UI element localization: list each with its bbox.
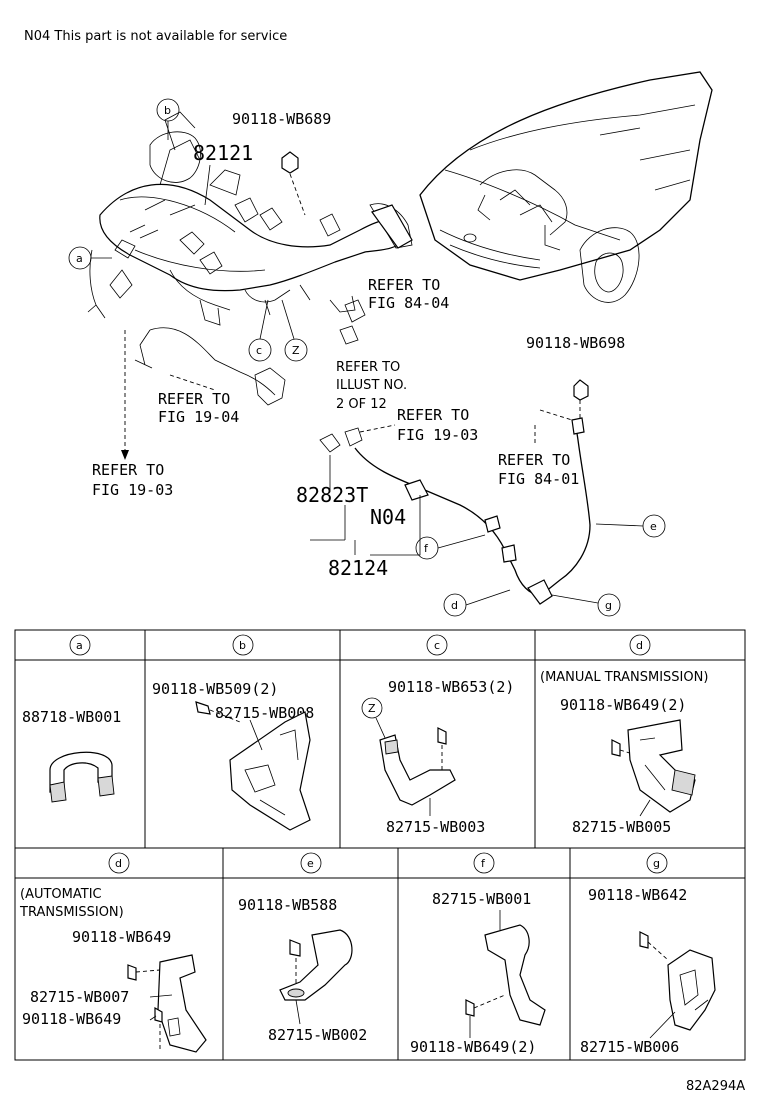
part-90118-wb698: 90118-WB698 [526, 334, 625, 352]
svg-text:d: d [451, 599, 458, 612]
part-82823t: 82823T [296, 483, 368, 507]
cell-header-e: e [300, 852, 322, 874]
svg-text:a: a [76, 639, 83, 652]
bracket-82715-wb007 [127, 954, 207, 1053]
clamp-88718-wb001 [49, 751, 115, 803]
ref-84-04-line2: FIG 84-04 [368, 294, 449, 312]
cell-header-f: f [473, 852, 495, 874]
part-82715-wb005: 82715-WB005 [572, 818, 671, 836]
svg-text:Z: Z [292, 344, 300, 357]
caption-automatic-transmission-1: (AUTOMATIC [20, 887, 102, 902]
cell-header-g: g [646, 852, 668, 874]
ref-illust-line1: REFER TO [336, 360, 400, 375]
svg-text:b: b [239, 639, 246, 652]
bracket-82715-wb008 [195, 701, 311, 831]
part-82715-wb002: 82715-WB002 [268, 1026, 367, 1044]
ref-illust-line2: ILLUST NO. [336, 378, 407, 393]
cell-header-d-manual: d [629, 634, 651, 656]
ref-19-03-left-line2: FIG 19-03 [92, 481, 173, 499]
part-82715-wb003: 82715-WB003 [386, 818, 485, 836]
diagram-code: 82A294A [686, 1079, 745, 1094]
ref-84-01-line1: REFER TO [498, 451, 570, 469]
part-82121: 82121 [193, 141, 253, 165]
part-82715-wb007: 82715-WB007 [30, 988, 129, 1006]
ref-84-01-line2: FIG 84-01 [498, 470, 579, 488]
part-82715-wb006: 82715-WB006 [580, 1038, 679, 1056]
part-90118-wb649-f: 90118-WB649(2) [410, 1038, 536, 1056]
cell-header-a: a [69, 634, 91, 656]
harness-82124-drawing [319, 409, 591, 605]
part-90118-wb649-d-manual: 90118-WB649(2) [560, 696, 686, 714]
part-90118-wb649-d-auto-2: 90118-WB649 [22, 1010, 121, 1028]
callout-c-main: c [248, 299, 272, 362]
caption-manual-transmission: (MANUAL TRANSMISSION) [540, 670, 708, 685]
header-note: N04 This part is not available for servi… [24, 29, 287, 44]
part-82715-wb001: 82715-WB001 [432, 890, 531, 908]
ref-19-03-mid-line1: REFER TO [397, 406, 469, 424]
part-90118-wb689: 90118-WB689 [232, 110, 331, 128]
svg-text:d: d [636, 639, 643, 652]
engine-wire-harness-drawing [87, 111, 413, 406]
cell-header-c: c [426, 634, 448, 656]
svg-text:b: b [164, 104, 171, 117]
bracket-82715-wb001 [465, 910, 546, 1026]
part-90118-wb649-d-auto-1: 90118-WB649 [72, 928, 171, 946]
svg-text:g: g [605, 599, 612, 612]
bolt-wb698 [573, 379, 589, 420]
part-88718-wb001: 88718-WB001 [22, 708, 121, 726]
detail-table-grid [14, 629, 746, 1061]
part-n04: N04 [370, 505, 406, 529]
svg-text:a: a [76, 252, 83, 265]
part-82715-wb008: 82715-WB008 [215, 704, 314, 722]
svg-text:d: d [115, 857, 122, 870]
callout-g-main: g [551, 593, 621, 617]
ref-19-04-line2: FIG 19-04 [158, 408, 239, 426]
part-82124: 82124 [328, 556, 388, 580]
callout-z-cell-c: Z [361, 697, 387, 741]
bracket-82715-wb003 [379, 727, 456, 806]
part-90118-wb509: 90118-WB509(2) [152, 680, 278, 698]
part-90118-wb588: 90118-WB588 [238, 896, 337, 914]
bracket-82715-wb002 [279, 929, 353, 1001]
bracket-82715-wb006 [639, 931, 716, 1031]
part-90118-wb642: 90118-WB642 [588, 886, 687, 904]
svg-text:Z: Z [368, 702, 376, 715]
part-90118-wb653: 90118-WB653(2) [388, 678, 514, 696]
cell-header-b: b [232, 634, 254, 656]
cell-header-d-auto: d [108, 852, 130, 874]
vehicle-front-drawing [419, 71, 713, 303]
svg-text:g: g [653, 857, 660, 870]
svg-text:f: f [481, 857, 486, 870]
callout-b-main: b [156, 98, 180, 140]
callout-d-main: d [443, 589, 511, 617]
svg-text:f: f [424, 542, 429, 555]
ref-illust-line3: 2 OF 12 [336, 397, 387, 412]
callout-z-main: Z [281, 299, 308, 362]
svg-text:c: c [434, 639, 440, 652]
svg-text:c: c [256, 344, 262, 357]
callout-e-main: e [595, 514, 666, 538]
ref-19-04-line1: REFER TO [158, 390, 230, 408]
callout-f-main: f [415, 534, 486, 560]
callout-a-main: a [68, 246, 112, 270]
ref-84-04-line1: REFER TO [368, 276, 440, 294]
bracket-82715-wb005 [611, 719, 696, 813]
bolt-wb689 [281, 151, 306, 216]
ref-19-03-left-line1: REFER TO [92, 461, 164, 479]
caption-automatic-transmission-2: TRANSMISSION) [19, 905, 124, 920]
svg-text:e: e [650, 520, 657, 533]
ref-19-03-mid-line2: FIG 19-03 [397, 426, 478, 444]
svg-text:e: e [307, 857, 314, 870]
